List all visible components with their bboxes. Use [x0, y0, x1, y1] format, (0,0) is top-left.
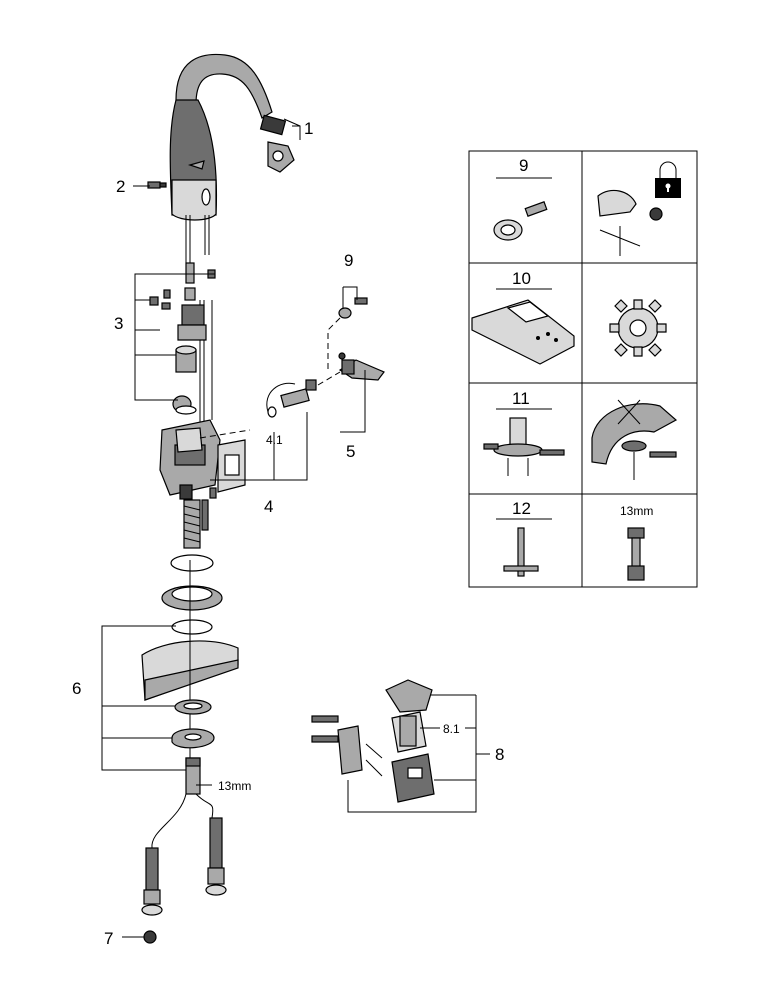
- o-ring-lower: [171, 619, 213, 635]
- panel-label-10: 10: [512, 269, 531, 288]
- o-ring-upper: [170, 554, 214, 572]
- callout-4-1: 4.1: [266, 433, 283, 447]
- panel-cell-11: 11: [483, 389, 565, 476]
- valve-assembly: [149, 262, 216, 415]
- callout-1: 1: [304, 119, 313, 138]
- filter-part-7: [143, 930, 157, 944]
- callout-8: 8: [495, 745, 504, 764]
- faucet-spout: [169, 53, 273, 221]
- callout-4: 4: [264, 497, 273, 516]
- callout-7: 7: [104, 929, 113, 948]
- callout-3: 3: [114, 314, 123, 333]
- panel-cell-9: 9: [493, 156, 552, 241]
- countertop-section: [141, 560, 239, 760]
- panel-cell-10: 10: [471, 269, 575, 365]
- callout-5: 5: [346, 442, 355, 461]
- angle-connector-part-4: [266, 371, 341, 418]
- panel-cell-13mm: 13mm: [620, 504, 653, 581]
- callout-9: 9: [344, 251, 353, 270]
- tool-icon: [503, 527, 539, 577]
- connection-hoses: [141, 793, 227, 916]
- horseshoe-washer: [171, 728, 215, 749]
- base-washer: [161, 585, 223, 611]
- panel-cell-gear: [609, 299, 667, 357]
- spare-parts-panel: [468, 150, 698, 588]
- lock-icon: [655, 161, 681, 198]
- threaded-shank: [183, 499, 209, 549]
- panel-cell-11-install: [591, 399, 678, 480]
- panel-cell-12: 12: [496, 499, 552, 577]
- wrench-size-label: 13mm: [218, 779, 251, 793]
- callout-2: 2: [116, 177, 125, 196]
- panel-cell-lock: [597, 161, 681, 256]
- gear-icon: [609, 299, 667, 357]
- callout-6: 6: [72, 679, 81, 698]
- panel-label-9: 9: [519, 156, 528, 175]
- panel-label-11: 11: [512, 389, 530, 408]
- mounting-plate: [159, 419, 221, 500]
- cable-bracket-part-4-1: [199, 429, 251, 493]
- remote-control-icon: [471, 299, 575, 365]
- grub-screw-part-9: [327, 297, 368, 370]
- screw-part-2: [147, 181, 167, 189]
- flat-washer: [174, 699, 212, 715]
- battery-box-set: [311, 679, 435, 803]
- leader-lines: [101, 118, 490, 938]
- fixing-nut: [185, 757, 201, 795]
- callout-8-1: 8.1: [443, 722, 460, 736]
- handle-lever-part-5: [338, 352, 385, 381]
- aerator-part: [259, 114, 295, 173]
- panel-label-13mm: 13mm: [620, 504, 653, 518]
- panel-label-12: 12: [512, 499, 531, 518]
